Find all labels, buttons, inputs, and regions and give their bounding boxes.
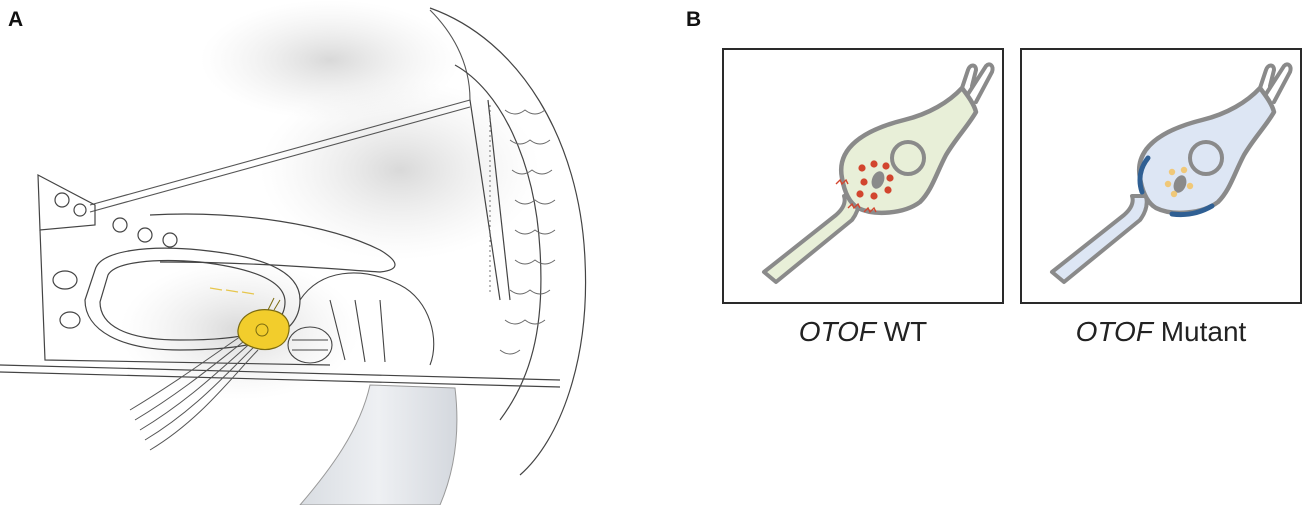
mutant-gene-name: OTOF bbox=[1076, 316, 1153, 347]
cochlea-illustration bbox=[0, 0, 700, 505]
mutant-nerve-fiber bbox=[1052, 196, 1147, 282]
mutant-hair-cell-diagram bbox=[1022, 50, 1300, 302]
mutant-caption: OTOF Mutant bbox=[1020, 316, 1302, 348]
wt-gene-name: OTOF bbox=[799, 316, 876, 347]
wt-cell-panel bbox=[722, 48, 1004, 304]
mutant-nucleus bbox=[1190, 142, 1222, 174]
mutant-cell-panel bbox=[1020, 48, 1302, 304]
mutant-genotype-label: Mutant bbox=[1161, 316, 1247, 347]
wt-caption: OTOF WT bbox=[722, 316, 1004, 348]
cochlear-nerve bbox=[300, 385, 457, 505]
wt-hair-cell-diagram bbox=[724, 50, 1002, 302]
wt-genotype-label: WT bbox=[884, 316, 928, 347]
wt-nerve-fiber bbox=[764, 196, 859, 282]
wt-nucleus bbox=[892, 142, 924, 174]
